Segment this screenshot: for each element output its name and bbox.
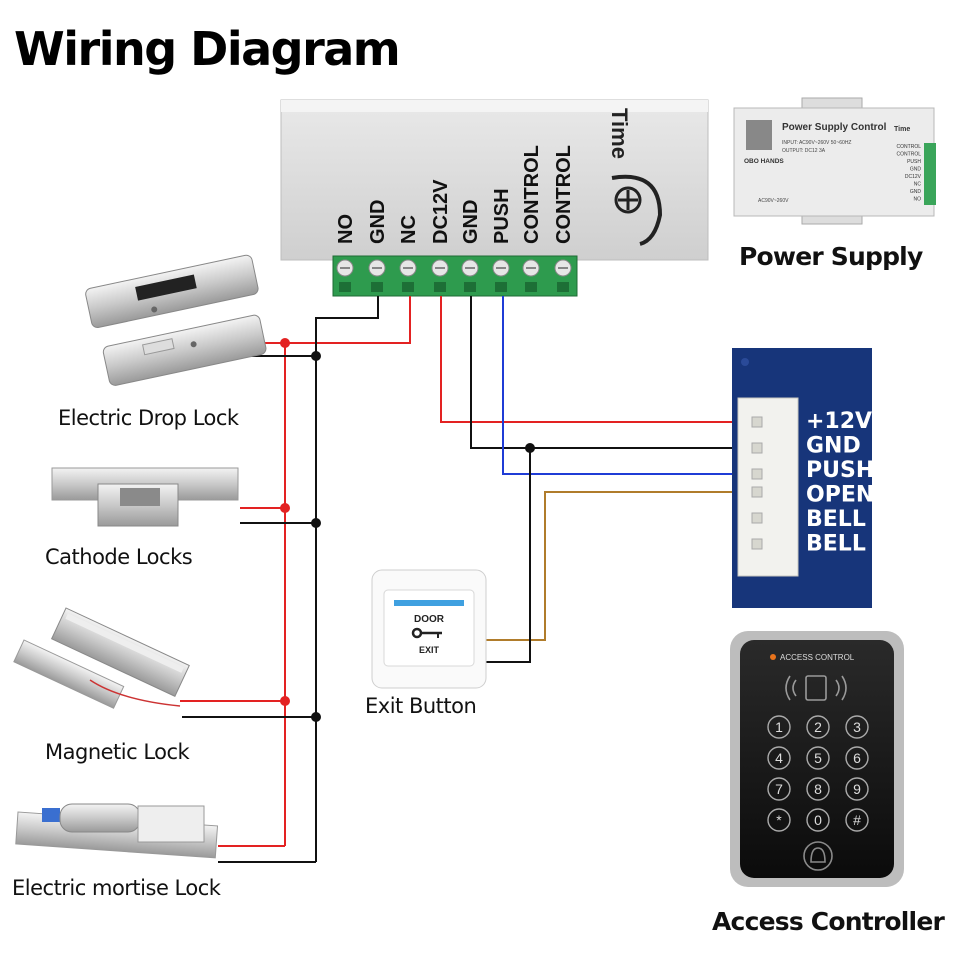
keypad-key-label: 6	[853, 750, 861, 766]
caption-magnetic-lock: Magnetic Lock	[45, 740, 190, 764]
caption-electric-drop-lock: Electric Drop Lock	[58, 406, 239, 430]
keypad-key[interactable]	[806, 808, 830, 832]
page-title: Wiring Diagram	[14, 22, 401, 76]
controller-brand: Time	[607, 108, 632, 159]
board-pin-label: BELL	[806, 532, 866, 557]
wire-junctions	[280, 338, 535, 722]
terminal-label: DC12V	[430, 179, 452, 244]
board-pin-label: GND	[806, 434, 861, 459]
keypad-key[interactable]	[767, 746, 791, 770]
keypad-key[interactable]	[767, 777, 791, 801]
key-icon	[411, 627, 442, 639]
keypad-key-label: 0	[814, 812, 822, 828]
ps-terminal-label: CONTROL	[897, 152, 922, 158]
controller-box: NO GND NC DC12V GND PUSH CONTROL CONTROL Time	[280, 99, 709, 297]
magnetic-lock	[13, 607, 190, 709]
board-pin-label: OPEN	[806, 483, 874, 508]
terminal-label: NO	[335, 214, 357, 244]
ps-maker: OBO HANDS	[744, 158, 784, 165]
board-pin	[751, 486, 763, 498]
caption-exit-button: Exit Button	[365, 694, 477, 718]
caption-power-supply: Power Supply	[739, 242, 923, 271]
keypad-key[interactable]	[806, 777, 830, 801]
board-pin-label: BELL	[806, 507, 866, 532]
keypad-key[interactable]	[845, 746, 869, 770]
power-supply-unit: OBO HANDS Power Supply Control INPUT: AC…	[733, 97, 936, 225]
access-controller-keypad: ACCESS CONTROL 1 2 3 4 5 6 7 8 9 * 0 #	[730, 631, 904, 887]
keypad-key-label: #	[853, 812, 861, 828]
board-pin	[751, 442, 763, 454]
board-pin-label: PUSH	[806, 458, 874, 483]
caption-access-controller: Access Controller	[712, 907, 945, 936]
exit-button-door: DOOR	[414, 614, 445, 625]
ps-terminal-label: CONTROL	[897, 144, 922, 150]
board-pin	[751, 416, 763, 428]
electric-mortise-lock	[15, 803, 219, 859]
terminal-block	[332, 255, 578, 297]
keypad-key[interactable]	[767, 715, 791, 739]
keypad-key-label: *	[776, 812, 782, 828]
keypad-key-label: 5	[814, 750, 822, 766]
terminal-label: PUSH	[491, 188, 513, 244]
exit-button-exit: EXIT	[419, 645, 440, 655]
ps-terminal-label: GND	[910, 189, 922, 195]
ps-terminal-label: NO	[914, 197, 922, 203]
electric-drop-lock	[85, 254, 267, 386]
terminal-label: CONTROL	[521, 145, 543, 244]
ps-output: OUTPUT: DC12 3A	[782, 148, 826, 154]
keypad-header: ACCESS CONTROL	[780, 653, 855, 662]
keypad-key[interactable]	[806, 746, 830, 770]
ps-label: Power Supply Control	[782, 122, 887, 133]
keypad-key-label: 9	[853, 781, 861, 797]
clock-logo-icon	[611, 174, 663, 246]
keypad-key-label: 7	[775, 781, 783, 797]
ps-terminal-label: NC	[914, 182, 922, 188]
caption-cathode-locks: Cathode Locks	[45, 545, 193, 569]
ps-ac: AC90V~260V	[758, 198, 789, 204]
terminal-label: CONTROL	[553, 145, 575, 244]
keypad-key-label: 8	[814, 781, 822, 797]
keypad-key-label: 4	[775, 750, 783, 766]
bell-icon	[803, 841, 833, 871]
board-pin-label: +12V	[806, 409, 872, 434]
keypad-key-label: 2	[814, 719, 822, 735]
keypad-key[interactable]	[845, 715, 869, 739]
keypad-key-label: 1	[775, 719, 783, 735]
ps-terminal-label: PUSH	[907, 159, 921, 165]
keypad-key-label: 3	[853, 719, 861, 735]
board-pin	[751, 468, 763, 480]
keypad-key[interactable]	[767, 808, 791, 832]
keypad-key[interactable]	[845, 808, 869, 832]
keypad-key[interactable]	[845, 777, 869, 801]
board-pin	[751, 538, 763, 550]
terminal-label: GND	[460, 200, 482, 244]
terminal-label: NC	[398, 215, 420, 244]
ps-input: INPUT: AC90V~260V 50~60HZ	[782, 140, 852, 146]
exit-button: DOOR EXIT	[371, 569, 487, 689]
caption-electric-mortise-lock: Electric mortise Lock	[12, 876, 221, 900]
card-reader-icon	[785, 675, 847, 701]
ps-terminal-label: GND	[910, 167, 922, 173]
ps-brand: Time	[894, 126, 910, 133]
cathode-lock	[51, 467, 239, 527]
ps-terminal-label: DC12V	[905, 174, 922, 180]
terminal-label: GND	[367, 200, 389, 244]
board-pin	[751, 512, 763, 524]
wires	[180, 296, 760, 863]
keypad-key[interactable]	[806, 715, 830, 739]
